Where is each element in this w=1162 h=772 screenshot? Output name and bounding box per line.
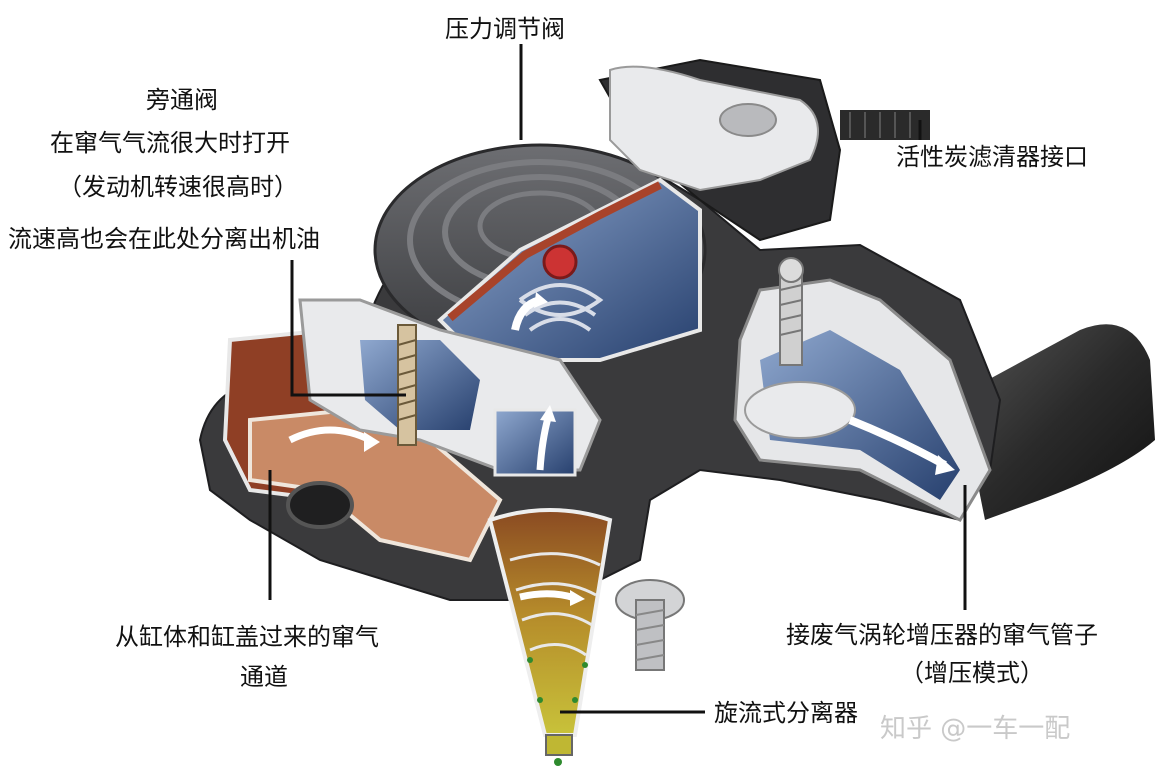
label-bypass-desc3: 流速高也会在此处分离出机油 bbox=[8, 225, 320, 253]
turbo-pipe bbox=[960, 324, 1155, 520]
label-turbo-2: （增压模式） bbox=[900, 659, 1044, 687]
pressure-valve-cutaway bbox=[437, 177, 702, 362]
label-carbon-filter: 活性炭滤清器接口 bbox=[896, 143, 1088, 171]
label-bypass-desc2: （发动机转速很高时） bbox=[58, 173, 298, 201]
label-channel-1: 从缸体和缸盖过来的窜气 bbox=[115, 623, 379, 651]
leader-bypass bbox=[290, 260, 406, 397]
watermark: 知乎 @一车一配 bbox=[880, 714, 1071, 744]
label-bypass-desc1: 在窜气气流很大时打开 bbox=[50, 129, 290, 157]
label-cyclone: 旋流式分离器 bbox=[714, 699, 858, 727]
label-channel-2: 通道 bbox=[240, 663, 288, 691]
label-bypass-valve: 旁通阀 bbox=[146, 86, 218, 114]
bypass-channel-cutaway bbox=[222, 298, 602, 563]
mounting-bolt bbox=[615, 579, 685, 671]
leader-lines bbox=[268, 44, 967, 714]
carbon-filter-bracket bbox=[609, 65, 930, 192]
cyclone-separator-cone bbox=[487, 508, 613, 766]
turbo-port-cutaway bbox=[733, 257, 992, 522]
label-turbo-1: 接废气涡轮增压器的窜气管子 bbox=[786, 621, 1098, 649]
label-pressure-valve: 压力调节阀 bbox=[445, 15, 565, 43]
